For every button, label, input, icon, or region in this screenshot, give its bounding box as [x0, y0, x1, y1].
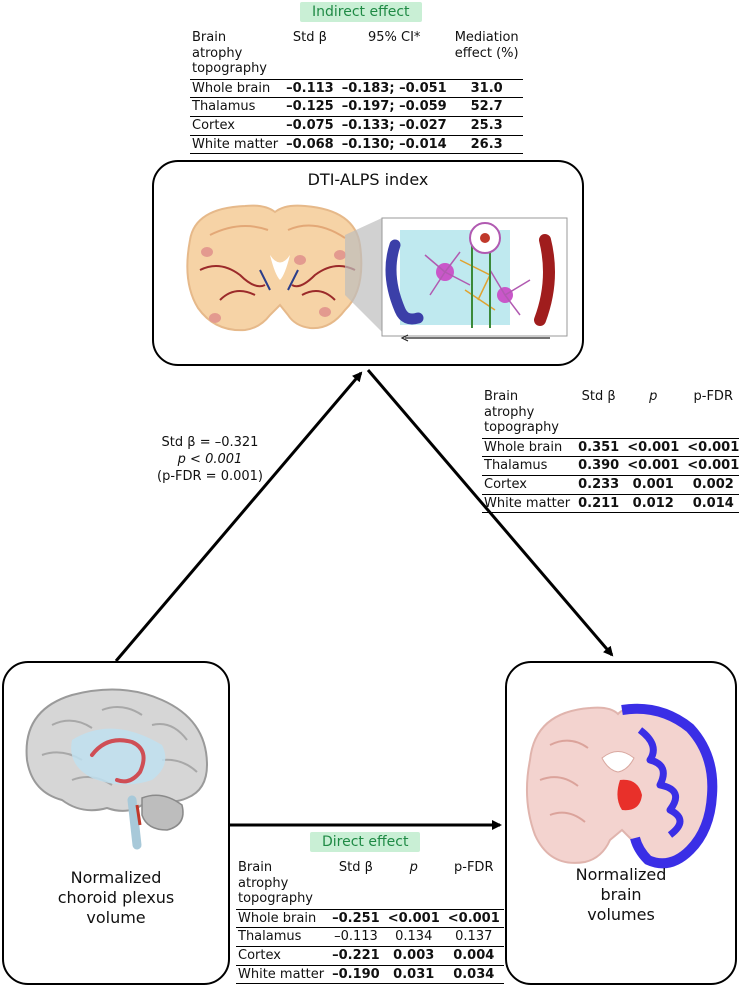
header-mediation: Mediation effect (%)	[454, 30, 519, 61]
table-row: Whole brain –0.113 –0.183; –0.051 31.0	[190, 78, 523, 98]
direct-effect-badge: Direct effect	[310, 832, 421, 852]
path-a-beta: Std β = –0.321	[161, 435, 259, 450]
header-p: p	[649, 389, 658, 404]
table-row: Cortex –0.075 –0.133; –0.027 25.3	[190, 115, 523, 136]
table-row: Thalamus –0.125 –0.197; –0.059 52.7	[190, 97, 523, 117]
path-a-fdr: (p-FDR = 0.001)	[157, 468, 263, 484]
indirect-effect-table: Brain atrophy topography Std β 95% CI* M…	[190, 30, 523, 155]
header-p: p	[409, 860, 418, 875]
dti-alps-title: DTI-ALPS index	[307, 170, 429, 189]
header-beta: Std β	[338, 860, 373, 875]
header-beta: Std β	[581, 389, 616, 404]
arrow-a	[114, 371, 363, 662]
header-beta: Std β	[292, 30, 327, 45]
sagittal-brain-illustration	[25, 688, 209, 850]
header-topography: Brain atrophy topography	[238, 860, 314, 907]
choroid-plexus-label: Normalized choroid plexus volume	[57, 868, 175, 927]
indirect-effect-badge: Indirect effect	[300, 2, 422, 22]
path-a-p: p < 0.001	[177, 451, 243, 467]
table-row: Cortex 0.233 0.001 0.002	[482, 474, 739, 495]
table-row: Whole brain –0.251 <0.001 <0.001	[236, 908, 504, 928]
coronal-brain-volumes-illustration	[526, 703, 718, 869]
table-row: Whole brain 0.351 <0.001 <0.001	[482, 437, 739, 457]
header-topography: Brain atrophy topography	[192, 30, 268, 77]
table-row: White matter –0.190 0.031 0.034	[236, 964, 504, 985]
header-ci: 95% CI*	[367, 30, 421, 45]
table-row: White matter 0.211 0.012 0.014	[482, 493, 739, 514]
header-topography: Brain atrophy topography	[484, 389, 560, 436]
path-b-table: Brain atrophy topography Std β p p-FDR W…	[482, 389, 739, 514]
table-row: Cortex –0.221 0.003 0.004	[236, 945, 504, 966]
table-row: Thalamus 0.390 <0.001 <0.001	[482, 456, 739, 476]
path-a-stats: Std β = –0.321 p < 0.001 (p-FDR = 0.001)	[120, 435, 300, 486]
header-fdr: p-FDR	[454, 860, 494, 875]
table-row: Thalamus –0.113 0.134 0.137	[236, 927, 504, 947]
coronal-brain-illustration	[186, 204, 568, 342]
table-row: White matter –0.068 –0.130; –0.014 26.3	[190, 134, 523, 155]
brain-volumes-label: Normalized brain volumes	[575, 865, 667, 924]
direct-effect-table: Brain atrophy topography Std β p p-FDR W…	[236, 860, 504, 985]
header-fdr: p-FDR	[693, 389, 733, 404]
